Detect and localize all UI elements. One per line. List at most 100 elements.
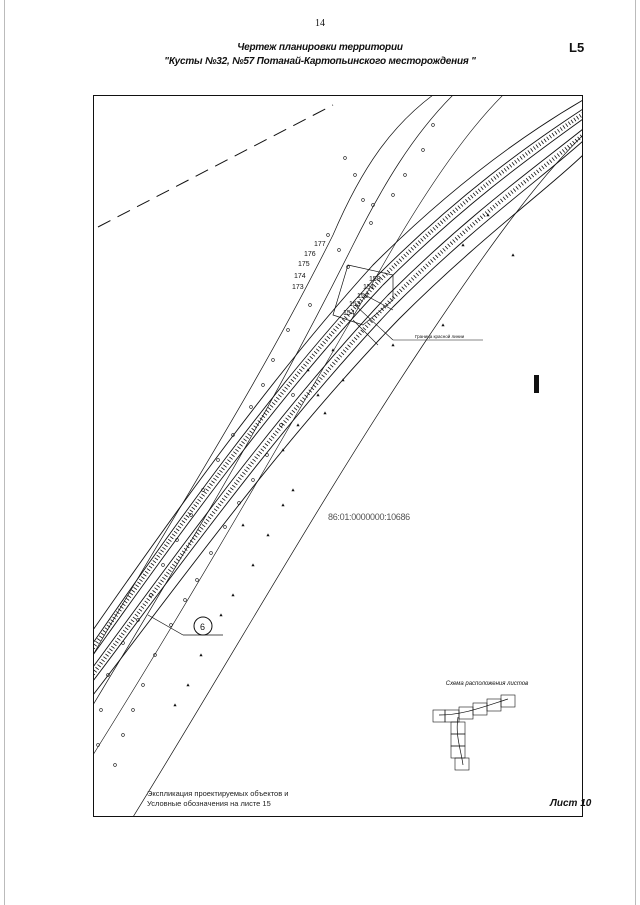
survey-dot <box>371 203 375 207</box>
survey-triangle <box>296 423 300 427</box>
contour-line <box>93 95 434 656</box>
survey-dot <box>353 173 357 177</box>
survey-dot <box>195 578 199 582</box>
survey-triangle <box>511 253 515 257</box>
survey-dot <box>326 233 330 237</box>
survey-dot <box>279 423 283 427</box>
survey-dot <box>153 653 157 657</box>
survey-triangle <box>281 503 285 507</box>
survey-triangle <box>251 563 255 567</box>
survey-dot <box>169 623 173 627</box>
survey-triangle <box>341 378 345 382</box>
page-number: 14 <box>315 18 325 29</box>
survey-dot <box>201 488 205 492</box>
survey-dot <box>121 641 125 645</box>
point-label: 154 <box>343 310 355 317</box>
survey-dot <box>431 123 435 127</box>
survey-dot <box>337 248 341 252</box>
survey-dot <box>175 538 179 542</box>
survey-dot <box>106 673 110 677</box>
survey-triangle <box>219 613 223 617</box>
survey-triangle <box>266 533 270 537</box>
point-label: 151 <box>363 284 375 291</box>
survey-dot <box>403 173 407 177</box>
survey-dot <box>369 221 373 225</box>
survey-dot <box>261 383 265 387</box>
point-label: 177 <box>314 241 326 248</box>
point-label: 152 <box>357 293 369 300</box>
point-label: 176 <box>304 251 316 258</box>
point-label: 175 <box>298 261 310 268</box>
survey-triangle <box>486 213 490 217</box>
survey-dot <box>99 708 103 712</box>
survey-dot <box>271 358 275 362</box>
survey-dot <box>237 501 241 505</box>
survey-dot <box>343 156 347 160</box>
survey-dot <box>113 763 117 767</box>
survey-triangle <box>391 343 395 347</box>
survey-dot <box>231 433 235 437</box>
survey-triangle <box>231 593 235 597</box>
page-edge-left <box>4 0 5 905</box>
survey-dot <box>141 683 145 687</box>
cadastral-number: 86:01:0000000:10686 <box>328 512 410 522</box>
survey-dot <box>346 265 350 269</box>
survey-dot <box>251 478 255 482</box>
survey-triangle <box>323 411 327 415</box>
survey-triangle <box>186 683 190 687</box>
pipeline-corridor <box>93 99 583 696</box>
survey-dot <box>308 303 312 307</box>
drawing-title-line-2: "Кусты №32, №57 Потанай-Картопьинского м… <box>164 56 476 67</box>
survey-dot <box>361 198 365 202</box>
survey-dot <box>249 405 253 409</box>
point-label: 173 <box>292 284 304 291</box>
survey-dot <box>183 598 187 602</box>
leader-line <box>352 319 379 346</box>
survey-dot <box>131 708 135 712</box>
point-label: 174 <box>294 273 306 280</box>
survey-dot <box>265 453 269 457</box>
survey-triangle <box>291 488 295 492</box>
survey-dot <box>223 525 227 529</box>
point-label: 158 <box>369 276 381 283</box>
survey-triangle <box>461 243 465 247</box>
drawing-title-line-1: Чертеж планировки территории <box>237 42 403 53</box>
drawing-frame <box>93 95 583 817</box>
survey-dot <box>121 733 125 737</box>
survey-dot <box>216 458 220 462</box>
callout-leader <box>147 614 184 636</box>
contour-line <box>93 95 454 706</box>
survey-triangle <box>241 523 245 527</box>
survey-triangle <box>316 393 320 397</box>
survey-dot <box>291 393 295 397</box>
survey-dot <box>189 513 193 517</box>
point-label: 153 <box>349 301 361 308</box>
corner-code: L5 <box>569 40 585 55</box>
footer-note-line-1: Экспликация проектируемых объектов и <box>147 789 289 798</box>
sheet-number: Лист 10 <box>550 798 592 809</box>
leader-line <box>364 294 394 311</box>
dashed-boundary-line <box>97 104 334 228</box>
survey-triangle <box>331 348 335 352</box>
footer-note-line-2: Условные обозначения на листе 15 <box>147 799 271 808</box>
footer-note: Экспликация проектируемых объектов и Усл… <box>147 789 288 809</box>
survey-triangle <box>281 448 285 452</box>
survey-dot <box>391 193 395 197</box>
leader-line <box>354 304 394 341</box>
contour-line <box>93 95 504 756</box>
layout-scheme-inset <box>432 694 516 771</box>
survey-dot <box>96 743 100 747</box>
survey-marker <box>534 375 539 393</box>
survey-dot <box>421 148 425 152</box>
survey-dot <box>136 618 140 622</box>
contour-line <box>132 134 583 817</box>
survey-triangle <box>173 703 177 707</box>
survey-dot <box>161 563 165 567</box>
survey-triangle <box>199 653 203 657</box>
page-edge-right <box>635 0 636 905</box>
callout-number: 6 <box>200 622 205 632</box>
red-line-boundary <box>332 264 394 326</box>
leader-label: Граница красной линии <box>415 333 465 339</box>
survey-dot <box>209 551 213 555</box>
